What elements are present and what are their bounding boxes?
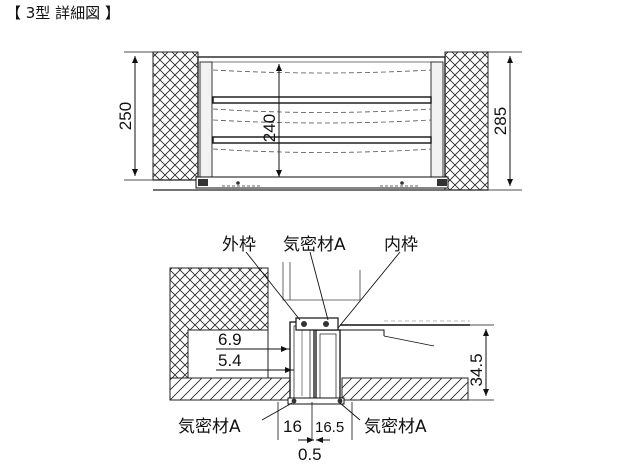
dim-5-4-label: 5.4 bbox=[218, 351, 242, 370]
shelf-2 bbox=[212, 136, 432, 153]
label-seal-bottom-right: 気密材A bbox=[364, 417, 427, 437]
dim-250: 250 bbox=[116, 51, 153, 181]
dim-6-9: 6.9 bbox=[216, 330, 290, 352]
label-seal-top: 気密材A bbox=[283, 235, 346, 255]
inner-frame-profile bbox=[315, 329, 341, 403]
dim-0-5: 0.5 bbox=[298, 437, 330, 464]
outer-frame-profile bbox=[289, 321, 315, 403]
dim-6-9-label: 6.9 bbox=[218, 330, 242, 349]
outer-frame bbox=[197, 56, 446, 183]
dim-16-label: 16 bbox=[283, 417, 302, 436]
floor-hatch-right bbox=[341, 377, 469, 401]
right-wall-hatch bbox=[444, 51, 489, 191]
dim-240: 240 bbox=[260, 64, 282, 177]
top-view: 250 240 285 bbox=[116, 51, 522, 191]
section-view: 外枠 気密材A 内枠 6.9 5.4 34.5 16 16.5 bbox=[169, 235, 494, 464]
dim-34-5: 34.5 bbox=[383, 324, 494, 401]
dim-240-label: 240 bbox=[260, 114, 279, 142]
dim-0-5-label: 0.5 bbox=[298, 445, 322, 464]
label-seal-bottom-left: 気密材A bbox=[178, 417, 241, 437]
shelf-1 bbox=[212, 96, 432, 113]
dim-285-label: 285 bbox=[491, 107, 510, 135]
label-outer-frame: 外枠 bbox=[222, 235, 256, 255]
dim-34-5-label: 34.5 bbox=[467, 353, 486, 386]
label-inner-frame: 内枠 bbox=[384, 235, 418, 255]
dim-285: 285 bbox=[488, 51, 522, 191]
page-title: 【 3型 詳細図 】 bbox=[6, 4, 120, 22]
left-wall-hatch bbox=[152, 51, 199, 181]
seal-top-detail bbox=[295, 317, 339, 331]
dim-250-label: 250 bbox=[116, 102, 135, 130]
dim-16-5-label: 16.5 bbox=[315, 419, 344, 436]
bottom-rail bbox=[195, 176, 449, 189]
floor-hatch-left bbox=[169, 377, 291, 401]
dim-5-4: 5.4 bbox=[216, 351, 294, 373]
